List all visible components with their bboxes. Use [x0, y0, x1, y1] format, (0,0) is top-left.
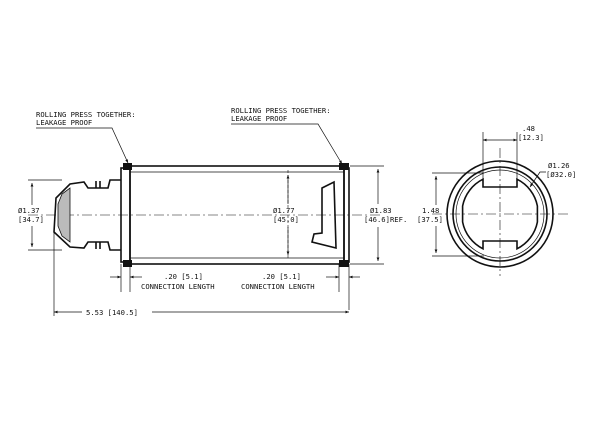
note-right-leader [231, 123, 343, 165]
right-roll-bottom [339, 260, 349, 267]
conn-left-val: .20 [5.1] [164, 272, 203, 281]
dim-inner-dia: Ø1.77 [45.0] [273, 175, 299, 255]
end-inner-rim [455, 169, 545, 259]
end-outer-circle [446, 160, 554, 268]
conn-left-label: CONNECTION LENGTH [141, 282, 215, 291]
note-left-line1: ROLLING PRESS TOGETHER: [36, 110, 136, 119]
dim-connection-right: .20 [5.1] CONNECTION LENGTH [241, 264, 360, 310]
end-dia-mm: [Ø32.0] [546, 170, 576, 179]
note-right-line1: ROLLING PRESS TOGETHER: [231, 106, 331, 115]
note-left-leader [36, 127, 129, 164]
dim-overall-length: 5.53 [140.5] [53, 232, 349, 317]
end-rim-circle [452, 166, 548, 262]
nozzle [53, 179, 121, 251]
conn-right-label: CONNECTION LENGTH [241, 282, 315, 291]
note-left-line2: LEAKAGE PROOF [36, 118, 92, 127]
left-roll-bottom [123, 260, 132, 267]
end-dia-in: Ø1.26 [548, 161, 570, 170]
nozzle-dia-mm: [34.7] [18, 215, 44, 224]
dim-end-height: 1.48 [37.5] [417, 172, 484, 257]
end-height-mm: [37.5] [417, 215, 443, 224]
end-height-in: 1.48 [422, 206, 439, 215]
right-roll-top [339, 163, 349, 170]
outer-dia-mm: [46.6]REF. [364, 215, 407, 224]
nozzle-ribs [95, 181, 101, 249]
nozzle-tip-section [57, 187, 71, 243]
dim-slot-width: .48 [12.3] [482, 124, 544, 182]
side-view [28, 163, 382, 267]
left-roll-top [123, 163, 132, 170]
internal-latch [311, 180, 337, 250]
dim-nozzle-dia: Ø1.37 [34.7] [18, 179, 62, 251]
slot-width-in: .48 [522, 124, 535, 133]
dim-end-dia: Ø1.26 [Ø32.0] [529, 161, 576, 188]
nozzle-dia-in: Ø1.37 [18, 206, 40, 215]
slot-width-mm: [12.3] [518, 133, 544, 142]
conn-right-val: .20 [5.1] [262, 272, 301, 281]
right-flange [343, 167, 350, 263]
note-left: ROLLING PRESS TOGETHER: LEAKAGE PROOF [36, 110, 136, 164]
dim-outer-dia: Ø1.83 [46.6]REF. [350, 165, 407, 265]
note-right-line2: LEAKAGE PROOF [231, 114, 287, 123]
end-view [432, 148, 568, 276]
outer-dia-in: Ø1.83 [370, 206, 392, 215]
inner-dia-in: Ø1.77 [273, 206, 295, 215]
inner-dia-mm: [45.0] [273, 215, 299, 224]
overall-length: 5.53 [140.5] [86, 308, 138, 317]
dim-connection-left: .20 [5.1] CONNECTION LENGTH [110, 264, 215, 292]
note-right: ROLLING PRESS TOGETHER: LEAKAGE PROOF [231, 106, 343, 165]
end-keyed-bore [461, 177, 539, 251]
